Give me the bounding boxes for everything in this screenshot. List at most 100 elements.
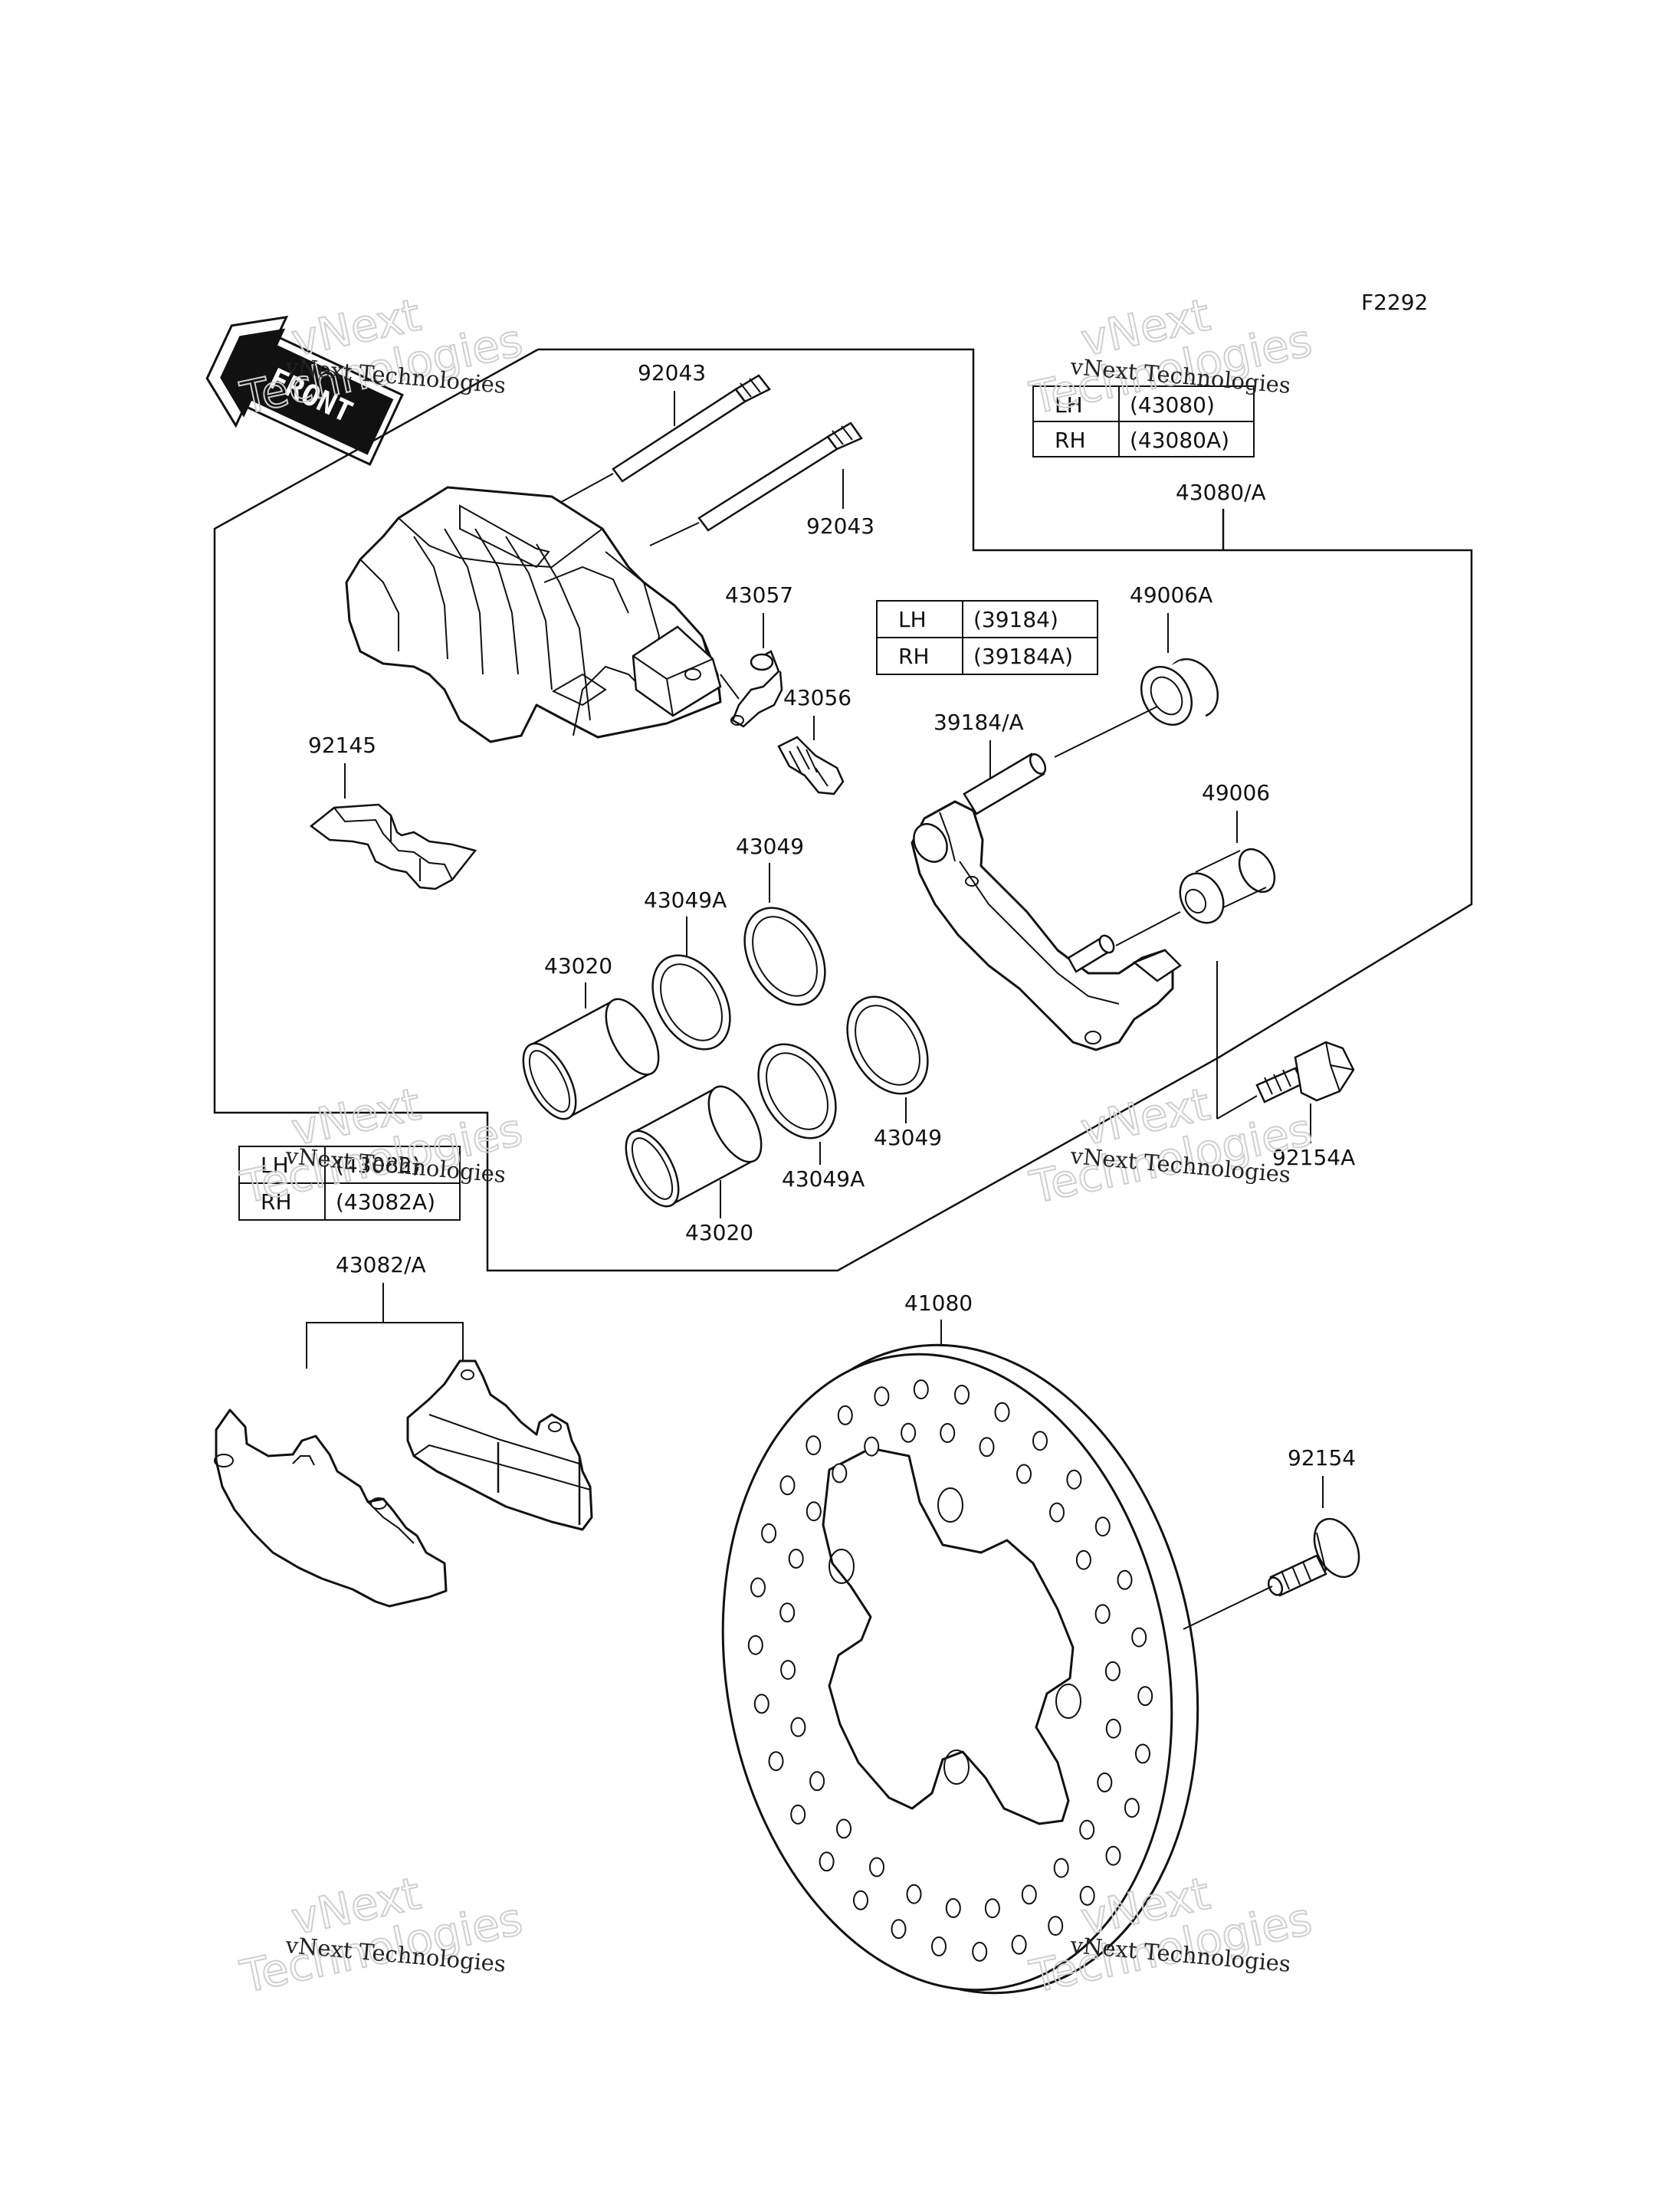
disc-hole (768, 1751, 784, 1772)
disc-hole (750, 1577, 766, 1598)
label-92154a: 92154A (1272, 1145, 1355, 1170)
disc-hole (1048, 1916, 1064, 1936)
disc-hole (1053, 1858, 1069, 1878)
label-92043-b: 92043 (806, 513, 874, 539)
bolt-92154 (1267, 1517, 1360, 1597)
disc-hole (1137, 1686, 1153, 1707)
disc-hole (869, 1857, 884, 1877)
label-92145: 92145 (308, 733, 376, 758)
label-41080: 41080 (904, 1290, 973, 1316)
disc-hole (790, 1717, 806, 1737)
label-92043-a: 92043 (638, 360, 706, 385)
brake-pad-front (214, 1408, 448, 1608)
piston-43020-bot (625, 1085, 763, 1208)
disc-hole (864, 1436, 880, 1457)
caliper-holder-39184 (911, 753, 1182, 1051)
table-pad-assy-lh: LH (261, 1153, 289, 1178)
disc-hole (1097, 1772, 1113, 1792)
disc-hole (906, 1884, 922, 1904)
bolt-92154a (1255, 1041, 1355, 1103)
disc-hole (1094, 1604, 1111, 1625)
label-92154: 92154 (1288, 1445, 1356, 1471)
disc-hole (1032, 1431, 1048, 1451)
disc-hole (788, 1549, 804, 1569)
caliper-assembly-outline (213, 348, 1473, 1272)
disc-hole (819, 1851, 835, 1872)
table-holder: LH (39184) RH (39184A) (876, 600, 1098, 675)
disc-hole (836, 1818, 851, 1839)
disc-hole (945, 1898, 961, 1918)
seal-43049-bot (846, 995, 929, 1095)
disc-hole (1117, 1569, 1133, 1590)
label-43049a-bot: 43049A (782, 1166, 865, 1192)
disc-hole (984, 1898, 1000, 1919)
watermark-5: vNext Technologies (235, 1867, 528, 2004)
disc-hole (790, 1804, 806, 1825)
table-brake-assy-rh-part: (43080A) (1130, 428, 1229, 453)
label-43020-bot: 43020 (685, 1220, 753, 1245)
disc-hole (1105, 1845, 1121, 1866)
label-43080: 43080/A (1176, 480, 1266, 505)
table-brake-assy-lh-part: (43080) (1130, 392, 1215, 418)
disc-hole (1079, 1885, 1095, 1906)
table-holder-rh-part: (39184A) (973, 644, 1073, 669)
disc-hole (780, 1660, 796, 1681)
label-43049-top: 43049 (736, 834, 804, 859)
table-holder-rh: RH (898, 644, 930, 669)
disc-hole (1079, 1819, 1095, 1840)
disc-hole (1016, 1464, 1032, 1484)
label-43020-top: 43020 (544, 953, 612, 979)
disc-hole (1131, 1627, 1147, 1648)
brake-pad-rear (406, 1359, 593, 1531)
seal-43049a-bot (757, 1043, 837, 1139)
disc-hole (1066, 1469, 1082, 1490)
disc-hole (979, 1437, 995, 1458)
pin-92043-b (697, 421, 863, 532)
disc-hole (1021, 1884, 1037, 1905)
table-brake-assy-rh: RH (1055, 428, 1086, 453)
disc-hole (1135, 1743, 1150, 1764)
disc-hole (1075, 1549, 1091, 1570)
disc-hole (940, 1423, 956, 1443)
disc-hole (1105, 1718, 1121, 1739)
disc-hole (1094, 1517, 1111, 1537)
table-brake-assy: LH (43080) RH (43080A) (1032, 385, 1255, 457)
table-pad-assy-rh: RH (261, 1189, 292, 1215)
brake-disc-41080 (721, 1343, 1199, 1995)
disc-hole (994, 1402, 1010, 1422)
label-43057: 43057 (725, 582, 793, 608)
disc-hole (972, 1941, 988, 1962)
disc-hole (761, 1523, 777, 1543)
disc-hole (753, 1694, 769, 1714)
disc-hole (874, 1386, 890, 1407)
piston-43020-top (522, 998, 660, 1120)
bleed-valve-43056 (777, 736, 845, 795)
table-pad-assy-lh-part: (43082) (336, 1153, 421, 1178)
boot-49006 (1179, 848, 1276, 924)
disc-hole (853, 1890, 868, 1910)
disc-hole (779, 1475, 796, 1496)
pad-spring-92145 (309, 803, 477, 890)
label-43049a-top: 43049A (644, 887, 727, 913)
disc-hole (1011, 1934, 1027, 1955)
disc-hole (954, 1385, 970, 1405)
disc-hole (1124, 1798, 1140, 1818)
table-holder-lh: LH (898, 607, 927, 632)
caliper-body (345, 486, 722, 743)
label-49006a: 49006A (1130, 582, 1212, 608)
seal-43049-top (743, 907, 826, 1006)
disc-hole (931, 1936, 947, 1956)
label-43056: 43056 (783, 685, 851, 710)
table-holder-lh-part: (39184) (973, 607, 1058, 632)
disc-hole (1049, 1502, 1065, 1523)
disc-hole (806, 1435, 822, 1456)
disc-hole (1104, 1661, 1121, 1681)
table-pad-assy-rh-part: (43082A) (336, 1189, 435, 1215)
seal-43049a-top (651, 954, 731, 1051)
label-39184: 39184/A (934, 710, 1024, 735)
boot-49006a (1140, 658, 1219, 726)
disc-hole (913, 1379, 929, 1400)
disc-hole (809, 1771, 825, 1792)
label-43082: 43082/A (336, 1252, 426, 1277)
